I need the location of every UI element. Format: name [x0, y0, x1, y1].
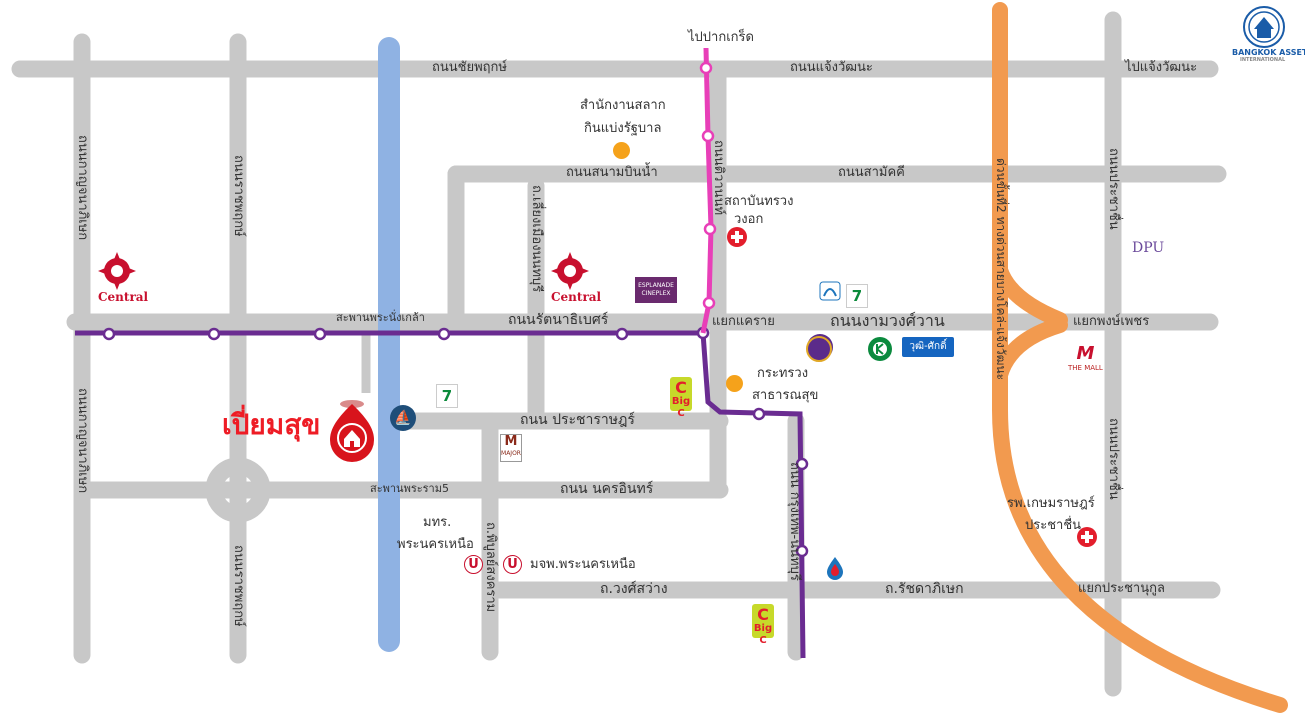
road-label-samakkhi: ถนนสามัคคี [838, 165, 905, 180]
pink-line-station[interactable] [702, 296, 716, 310]
central-label: Central [551, 290, 602, 304]
esplanade-logo[interactable]: ESPLANADE CINEPLEX [635, 277, 677, 303]
road-label-prachachuen-bottom: ถนนประชาชื่น [1106, 418, 1121, 500]
bangchak-icon [819, 281, 841, 301]
central-logo-icon [98, 252, 136, 290]
place-label-ministry-2: สาธารณสุข [752, 388, 819, 403]
purple-line-station[interactable] [615, 327, 629, 341]
seven-eleven-icon[interactable]: 7 [436, 384, 458, 408]
pink-line-station[interactable] [699, 61, 713, 75]
kasem-hospital-icon[interactable] [1078, 528, 1096, 546]
university-icon[interactable]: U [503, 555, 522, 574]
project-name-label: เปี่ยมสุข [222, 408, 321, 441]
chest-hospital-icon[interactable] [728, 228, 746, 246]
ferry-pier-icon[interactable]: ⛵ [390, 405, 416, 431]
place-label-kasem-1: รพ.เกษมราษฎร์ [1007, 496, 1095, 511]
bangkok-asset-emblem-icon [1243, 6, 1285, 48]
seven-eleven-icon[interactable]: 7 [846, 284, 868, 308]
road-label-nakhon-in: ถนน นครอินทร์ [560, 481, 654, 497]
roundabout [205, 457, 271, 523]
place-label-lottery-1: สำนักงานสลาก [580, 98, 666, 113]
place-label-chest-1: สถาบันทรวง [724, 194, 794, 209]
purple-line-station[interactable] [207, 327, 221, 341]
road-label-chaiyaphruek: ถนนชัยพฤกษ์ [432, 60, 507, 75]
pink-line-station[interactable] [701, 129, 715, 143]
purple-line-station[interactable] [795, 544, 809, 558]
road-label-ratchadaphisek: ถ.รัชดาภิเษก [885, 581, 964, 597]
ptt-station-icon [827, 557, 843, 580]
road-label-to-pakkret: ไปปากเกร็ด [688, 30, 754, 45]
place-label-lottery-2: กินแบ่งรัฐบาล [584, 121, 662, 136]
pink-line [699, 47, 717, 334]
place-label-chest-2: วงอก [734, 212, 764, 227]
expressway [992, 2, 1288, 713]
place-label-ministry-1: กระทรวง [757, 366, 809, 381]
road-label-rattanathibet: ถนนรัตนาธิเบศร์ [508, 312, 609, 328]
place-label-kasem-2: ประชาชื่น [1025, 518, 1082, 533]
wutthisak-clinic-logo[interactable]: วุฒิ-ศักดิ์ [902, 337, 954, 357]
government-office-icon[interactable] [806, 336, 832, 362]
junction-label-khae-rai: แยกแคราย [712, 314, 775, 329]
road-label-to-chaengwattana: ไปแจ้งวัฒนะ [1125, 60, 1198, 75]
purple-line-station[interactable] [102, 327, 116, 341]
home-pin-icon[interactable] [330, 400, 374, 462]
road-label-sanambinnam: ถนนสนามบินน้ำ [566, 165, 658, 180]
junction-label-prachanukun: แยกประชานุกูล [1078, 581, 1165, 596]
lottery-office-icon[interactable] [613, 142, 630, 159]
bangkok-asset-logo-sub: INTERNATIONAL [1240, 57, 1286, 63]
road-label-bridge-rama5: สะพานพระราม5 [370, 482, 449, 495]
road-label-expressway: ด่วนขั้นที่2 ทางด่วนสายบางโคล่-แจ้งวัฒนะ [994, 158, 1008, 381]
road-label-ngamwongwan: ถนนงามวงศ์วาน [830, 311, 945, 330]
road-label-ratchaphruek-bottom: ถนนราชพฤกษ์ [231, 545, 246, 627]
place-label-kmutnb-1: มทร. [423, 515, 452, 530]
purple-line-station[interactable] [313, 327, 327, 341]
road-label-kanchanaphisek-top: ถนนกาญจนาภิเษก [75, 135, 90, 241]
road-label-kanchanaphisek-bottom: ถนนกาญจนาภิเษก [75, 388, 90, 494]
central-logo-icon [551, 252, 589, 290]
road-network [11, 11, 1227, 697]
road-label-pracharat: ถนน ประชาราษฎร์ [520, 412, 635, 428]
kbank-icon [868, 337, 892, 361]
road-label-bridge-nonthaburi: สะพานพระนั่งเกล้า [336, 311, 425, 324]
road-label-chaengwattana: ถนนแจ้งวัฒนะ [790, 60, 873, 75]
road-label-wongsawang: ถ.วงศ์สว่าง [600, 581, 668, 597]
central-label: Central [98, 290, 149, 304]
road-label-krung-thep-nonthaburi: ถนน กรุงเทพ-นนทบุรี [787, 462, 802, 581]
place-label-kmutnb-full: มจพ.พระนครเหนือ [530, 557, 636, 572]
purple-line-station[interactable] [437, 327, 451, 341]
bangkok-asset-logo: BANGKOK ASSET [1232, 48, 1305, 57]
purple-line-station[interactable] [752, 407, 766, 421]
university-icon[interactable]: U [464, 555, 483, 574]
road-label-liang-mueang: ถ.เลี่ยงเมืองนนทบุรี [529, 185, 544, 293]
road-label-prachachuen-top: ถนนประชาชื่น [1106, 148, 1121, 230]
pink-line-station[interactable] [703, 222, 717, 236]
road-label-ratchaphruek-top: ถนนราชพฤกษ์ [231, 155, 246, 237]
junction-label-phong-phet: แยกพงษ์เพชร [1073, 314, 1150, 329]
place-label-kmutnb-2: พระนครเหนือ [397, 537, 474, 552]
ministry-health-icon[interactable] [726, 375, 743, 392]
road-label-phibunsongkhram: ถ.พิบูลย์สงคราม [483, 522, 498, 613]
purple-line-station[interactable] [795, 457, 809, 471]
dpu-logo[interactable]: DPU [1132, 240, 1165, 256]
